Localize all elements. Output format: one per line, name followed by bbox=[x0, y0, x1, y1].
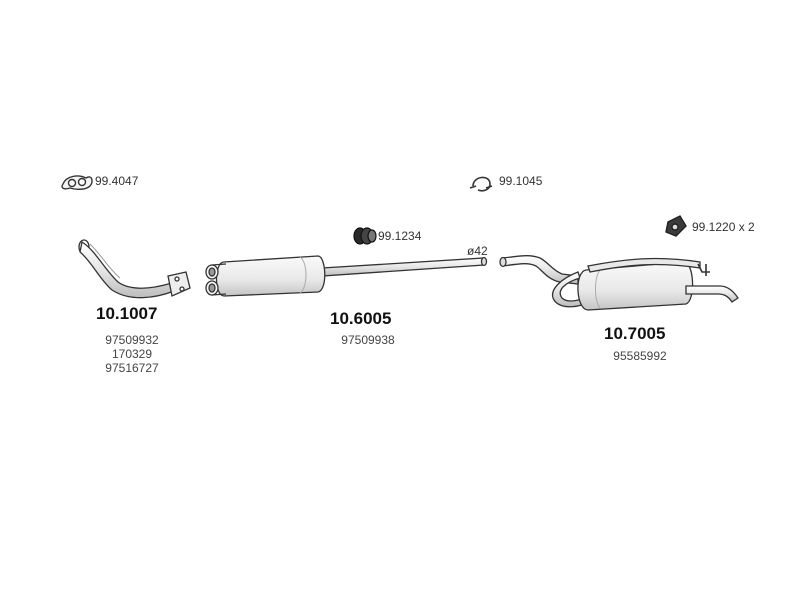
pipe-diameter-label: ø42 bbox=[467, 244, 488, 258]
oem-list-front-pipe: 97509932 170329 97516727 bbox=[92, 333, 172, 375]
clamp-ring-icon bbox=[469, 176, 493, 192]
oem-number: 97509938 bbox=[341, 333, 395, 347]
middle-silencer-10-6005 bbox=[205, 255, 488, 297]
oem-number: 97516727 bbox=[105, 361, 159, 375]
part-code-middle-silencer: 10.6005 bbox=[330, 309, 392, 328]
clamp-ring-code: 99.1045 bbox=[499, 174, 543, 188]
oem-list-middle-silencer: 97509938 bbox=[328, 333, 408, 347]
rear-silencer-10-7005 bbox=[499, 255, 739, 311]
mounting-rubber-code: 99.1234 bbox=[378, 229, 422, 243]
flange-gasket-icon bbox=[61, 175, 93, 191]
hanger-code: 99.1220 x 2 bbox=[692, 220, 755, 234]
oem-number: 95585992 bbox=[613, 349, 667, 363]
hanger-icon bbox=[665, 215, 687, 237]
part-code-front-pipe: 10.1007 bbox=[96, 304, 158, 323]
part-code-rear-silencer: 10.7005 bbox=[604, 324, 666, 343]
front-pipe-10-1007 bbox=[78, 239, 191, 299]
flange-gasket-code: 99.4047 bbox=[95, 174, 139, 188]
mounting-rubber-icon bbox=[353, 227, 377, 245]
oem-number: 97509932 bbox=[105, 333, 159, 347]
oem-list-rear-silencer: 95585992 bbox=[600, 349, 680, 363]
oem-number: 170329 bbox=[111, 347, 153, 361]
